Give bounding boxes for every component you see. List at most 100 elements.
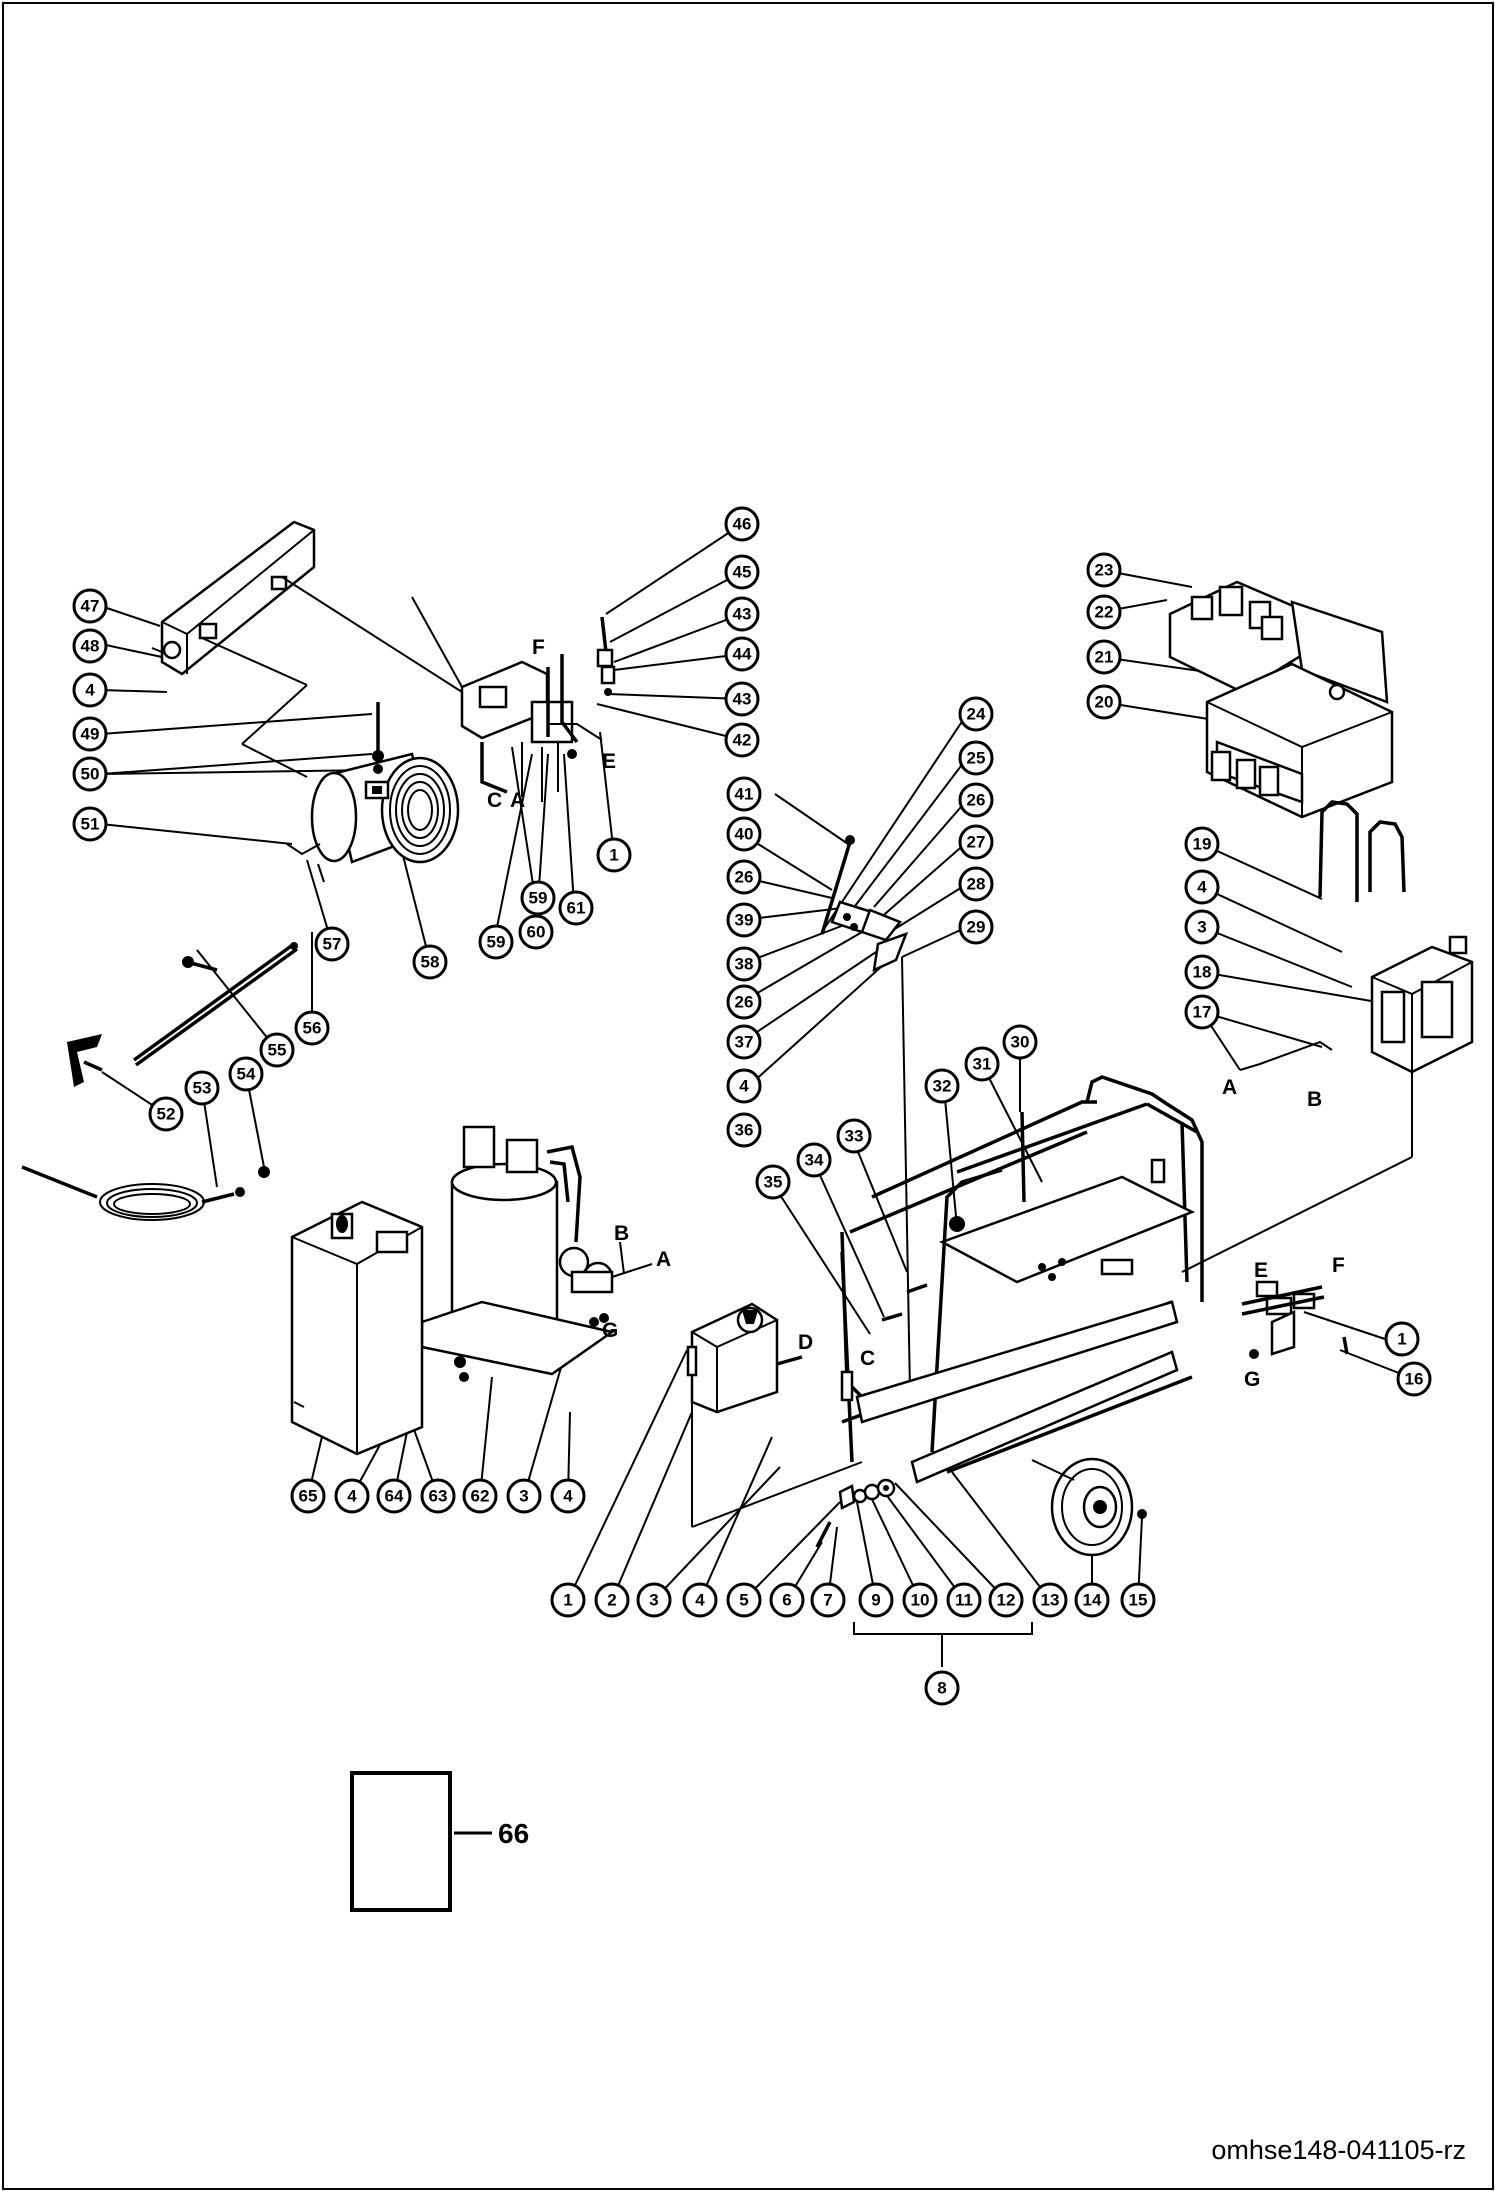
fuel-pump-bracket (686, 1302, 863, 1528)
letter-G-right: G (1244, 1368, 1260, 1391)
callout-42: 42 (733, 731, 752, 750)
callout-47: 47 (81, 597, 100, 616)
callout-63: 63 (429, 1487, 448, 1506)
callout-58: 58 (421, 953, 440, 972)
fittings-top (567, 616, 616, 759)
letter-A-tank: A (1222, 1076, 1237, 1099)
callout-6: 6 (782, 1591, 791, 1610)
manual-box: 66 (350, 1771, 529, 1912)
callout-3: 3 (649, 1591, 658, 1610)
callout-57: 57 (323, 935, 342, 954)
callout-65: 65 (299, 1487, 318, 1506)
letter-G-boiler: G (602, 1319, 618, 1342)
callout-3-boiler: 3 (519, 1487, 528, 1506)
pump-manifold (201, 576, 603, 802)
electric-motor (286, 702, 460, 883)
callout-20: 20 (1095, 693, 1114, 712)
callout-29: 29 (967, 918, 986, 937)
callout-24: 24 (967, 705, 986, 724)
letter-F-top: F (532, 636, 545, 659)
callout-46: 46 (733, 515, 752, 534)
callout-52: 52 (157, 1105, 176, 1124)
callout-44: 44 (733, 645, 752, 664)
callout-9: 9 (871, 1591, 880, 1610)
callout-22: 22 (1095, 603, 1114, 622)
callout-25: 25 (967, 749, 986, 768)
callout-16: 16 (1405, 1370, 1424, 1389)
callout-4-tank: 4 (1197, 878, 1207, 897)
callout-54: 54 (237, 1065, 256, 1084)
callout-18: 18 (1193, 963, 1212, 982)
boiler-cover (290, 1200, 424, 1456)
callout-53: 53 (193, 1079, 212, 1098)
callout-4-boiler-b: 4 (563, 1487, 573, 1506)
callout-51: 51 (81, 815, 100, 834)
callout-21: 21 (1095, 648, 1114, 667)
letter-C-top: C (487, 789, 502, 812)
callout-49: 49 (81, 725, 100, 744)
callout-34: 34 (805, 1151, 824, 1170)
callout-27: 27 (967, 833, 986, 852)
callout-56: 56 (303, 1019, 322, 1038)
callout-8: 8 (937, 1679, 946, 1698)
callout-31: 31 (973, 1055, 992, 1074)
exploded-parts-diagram: 66 F E C A A B B A G D C E F G 47 48 4 4… (21, 506, 1474, 1912)
callout-45: 45 (733, 563, 752, 582)
callout-4-unloader: 4 (739, 1077, 749, 1096)
letter-F-right: F (1332, 1254, 1345, 1277)
manual-box-label: 66 (498, 1818, 529, 1849)
letter-D: D (798, 1331, 813, 1354)
callout-48: 48 (81, 637, 100, 656)
high-pressure-hose (21, 1165, 270, 1221)
callout-4-bottom: 4 (695, 1591, 705, 1610)
boiler-coil (420, 1125, 653, 1382)
callout-26c: 26 (967, 791, 986, 810)
callout-4-boiler: 4 (347, 1487, 357, 1506)
callout-11: 11 (955, 1591, 973, 1610)
callout-40: 40 (735, 825, 754, 844)
callouts: 47 48 4 49 50 51 57 58 59 60 59 61 1 46 … (72, 506, 1432, 1706)
callout-15: 15 (1129, 1591, 1148, 1610)
callout-13: 13 (1041, 1591, 1060, 1610)
callout-12: 12 (997, 1591, 1016, 1610)
callout-10: 10 (911, 1591, 930, 1610)
callout-33: 33 (845, 1127, 864, 1146)
callout-60: 60 (527, 923, 546, 942)
letter-B-tank: B (1307, 1088, 1322, 1111)
callout-26b: 26 (735, 993, 754, 1012)
control-box (1168, 580, 1394, 819)
wheel (1031, 1457, 1147, 1557)
letter-E-top: E (602, 750, 616, 773)
letter-A-top: A (510, 789, 525, 812)
letter-B-boiler: B (614, 1222, 629, 1245)
drawing-id: omhse148-041105-rz (1211, 2135, 1466, 2165)
callout-41: 41 (735, 785, 754, 804)
callout-35: 35 (764, 1173, 783, 1192)
callout-59b: 59 (529, 889, 548, 908)
belt-guard-housing (151, 520, 316, 676)
callout-38: 38 (735, 955, 754, 974)
callout-32: 32 (933, 1077, 952, 1096)
spray-gun (67, 1034, 103, 1087)
main-frame (840, 1075, 1204, 1484)
callout-55: 55 (268, 1041, 287, 1060)
callout-7: 7 (823, 1591, 832, 1610)
callout-1: 1 (563, 1591, 572, 1610)
callout-23: 23 (1095, 561, 1114, 580)
callout-62: 62 (471, 1487, 490, 1506)
unloader-valve (820, 835, 911, 1393)
right-bypass-valve (1241, 1280, 1349, 1359)
callout-4: 4 (85, 681, 95, 700)
callout-17: 17 (1193, 1003, 1212, 1022)
callout-1-top: 1 (609, 846, 618, 865)
callout-5: 5 (739, 1591, 748, 1610)
callout-28: 28 (967, 875, 986, 894)
callout-43b: 43 (733, 690, 752, 709)
callout-26: 26 (735, 868, 754, 887)
callout-50: 50 (81, 765, 100, 784)
callout-39: 39 (735, 911, 754, 930)
connection-letters: F E C A A B B A G D C E F G (487, 636, 1345, 1391)
callout-3-tank: 3 (1197, 918, 1206, 937)
fuel-tank (1181, 800, 1474, 1273)
letter-E-right: E (1254, 1259, 1268, 1282)
